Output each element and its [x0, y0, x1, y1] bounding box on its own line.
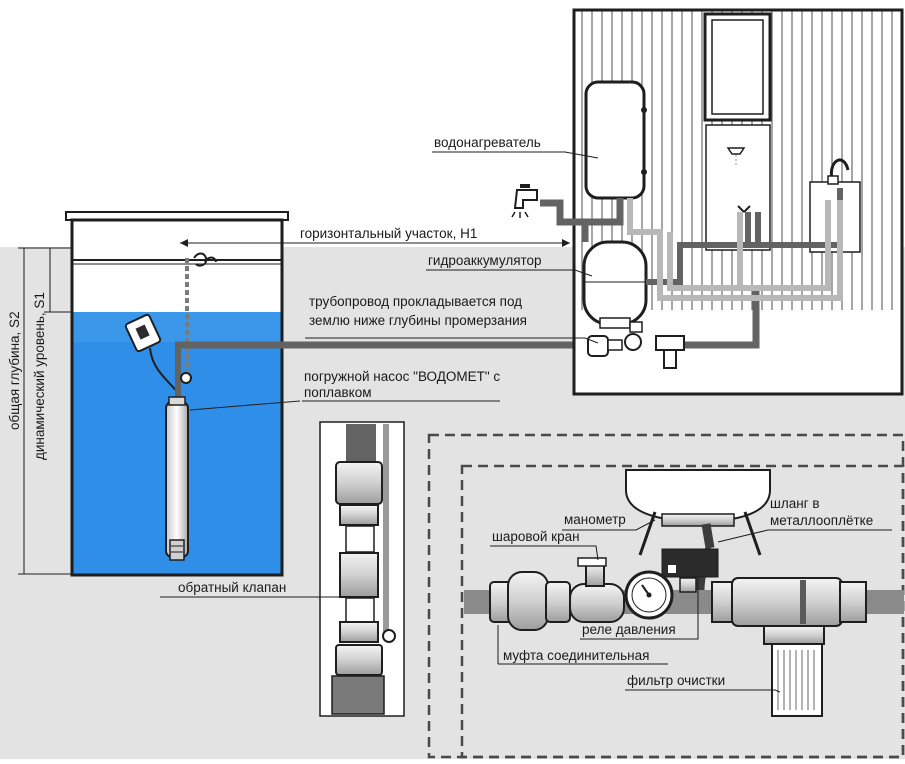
submersible-pump [165, 396, 189, 561]
pressure-relay-label: реле давления [582, 622, 676, 637]
callouts-upper [189, 151, 599, 411]
ball-valve [569, 557, 625, 623]
water-heater [584, 80, 647, 200]
pipeline-label-line2: землю ниже глубины промерзания [309, 313, 527, 328]
coupling-label: муфта соединительная [503, 648, 649, 663]
outdoor-tap-icon [511, 184, 538, 218]
cleaning-filter [711, 577, 867, 717]
water-heater-label: водонагреватель [434, 135, 541, 150]
house [511, 8, 904, 396]
pump-label-line1: погружной насос "ВОДОМЕТ" с [304, 369, 500, 384]
horizontal-section-dimension: горизонтальный участок, H1 [180, 226, 570, 247]
horizontal-section-label: горизонтальный участок, H1 [300, 226, 477, 241]
pipeline-label-line1: трубопровод прокладывается под [309, 294, 522, 309]
float-switch [124, 313, 181, 396]
pressure-gauge-icon [624, 570, 674, 620]
pump-station-detail [427, 433, 905, 759]
dynamic-level-label: динамический уровень, S1 [32, 292, 47, 460]
check-valve-callout [160, 596, 341, 598]
ball-valve-label: шаровой кран [492, 529, 580, 544]
pressure-gauge-label: манометр [564, 512, 626, 527]
pump-label-line2: поплавком [304, 385, 372, 400]
check-valve-label: обратный клапан [178, 580, 286, 595]
well [65, 211, 575, 577]
filter-label: фильтр очистки [627, 673, 725, 688]
check-valve-inset [319, 421, 405, 717]
callouts-lower [490, 519, 892, 693]
hydro-accumulator [582, 240, 648, 329]
depth-dimensions: общая глубина, S2 динамический уровень, … [7, 247, 72, 575]
pressure-relay [661, 548, 719, 593]
union-coupling [489, 571, 571, 631]
sink [809, 181, 861, 253]
braided-hose-label-line2: металлооплётке [770, 513, 873, 528]
braided-hose-label-line1: шланг в [770, 496, 820, 511]
total-depth-label: общая глубина, S2 [7, 311, 22, 430]
accumulator-label: гидроаккумулятор [428, 253, 542, 268]
